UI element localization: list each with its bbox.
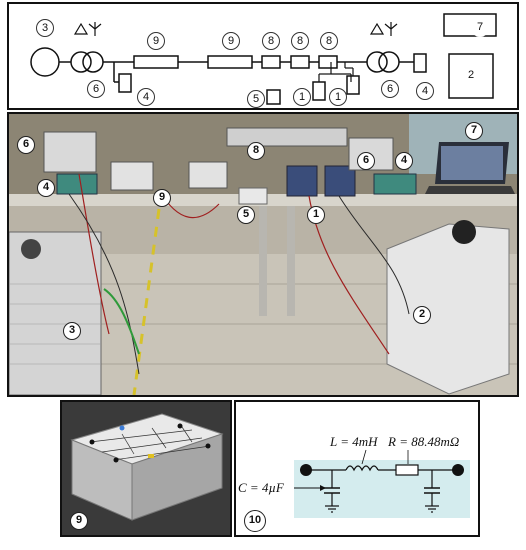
wye-symbol-right [384,22,398,36]
transformer-right-primary [366,51,388,73]
schematic-label-8a: 8 [262,32,280,50]
schematic-label-7: 7 [471,19,489,37]
wye-symbol-left [88,22,102,36]
transformer-left-primary [70,51,92,73]
schematic-label-6-right: 6 [381,80,399,98]
schematic-label-2: 2 [462,67,480,85]
schematic-label-4-left: 4 [137,88,155,106]
load-box-4-left [118,73,132,93]
schematic-label-9b: 9 [222,32,240,50]
schematic-label-5: 5 [247,90,265,108]
photo-label-3: 3 [63,322,81,340]
photo-label-4-right: 4 [395,152,413,170]
schematic-label-3: 3 [36,19,54,37]
resistor-symbol [395,464,419,476]
schematic-label-6-left: 6 [87,80,105,98]
box-2 [448,53,494,99]
photo-label-6-right: 6 [357,152,375,170]
converter-box-1-a [312,81,326,101]
line-module-illustration [62,402,230,535]
photo-label-8: 8 [247,142,265,160]
lab-setup-photo: 6 8 6 4 7 4 9 5 1 3 2 [7,112,519,397]
line-module-8-c [318,55,338,69]
delta-symbol-left [73,22,89,35]
line-module-photo: 9 [60,400,232,537]
resistance-label: R = 88.48mΩ [387,434,459,449]
photo-label-4-left: 4 [37,179,55,197]
photo-label-7: 7 [465,122,483,140]
bottom-left-label-9: 9 [70,512,88,530]
transformer-left-secondary [82,51,104,73]
schematic-label-9a: 9 [147,32,165,50]
load-box-4-right [413,53,427,73]
photo-label-2: 2 [413,306,431,324]
line-module-8-b [290,55,310,69]
inductor-symbol [345,465,379,472]
photo-label-5: 5 [237,206,255,224]
bottom-right-label-10: 10 [244,510,266,532]
converter-box-1-b [346,75,360,95]
equivalent-circuit-panel: L = 4mH R = 88.48mΩ C = 4µF 10 [234,400,480,537]
schematic-label-8c: 8 [320,32,338,50]
schematic-label-8b: 8 [291,32,309,50]
transformer-right-secondary [378,51,400,73]
delta-symbol-right [369,22,385,35]
line-module-9-b [207,55,253,69]
line-module-8-a [261,55,281,69]
schematic-label-1a: 1 [293,88,311,106]
schematic-label-4-right: 4 [416,82,434,100]
photo-label-9: 9 [153,189,171,207]
inductance-label: L = 4mH [329,434,378,449]
schematic-label-1b: 1 [329,88,347,106]
capacitance-label: C = 4µF [238,480,285,495]
photo-label-1: 1 [307,206,325,224]
line-module-9-a [133,55,179,69]
pi-circuit-diagram: L = 4mH R = 88.48mΩ C = 4µF [238,434,470,518]
photo-label-6-left: 6 [17,136,35,154]
box-7 [443,13,497,37]
single-line-diagram [30,13,497,105]
generator-symbol [30,47,60,77]
photo-illustration [9,114,517,395]
box-5 [266,89,281,105]
schematic-panel: 3 9 9 8 8 8 6 4 5 1 1 6 4 7 2 [7,2,519,110]
